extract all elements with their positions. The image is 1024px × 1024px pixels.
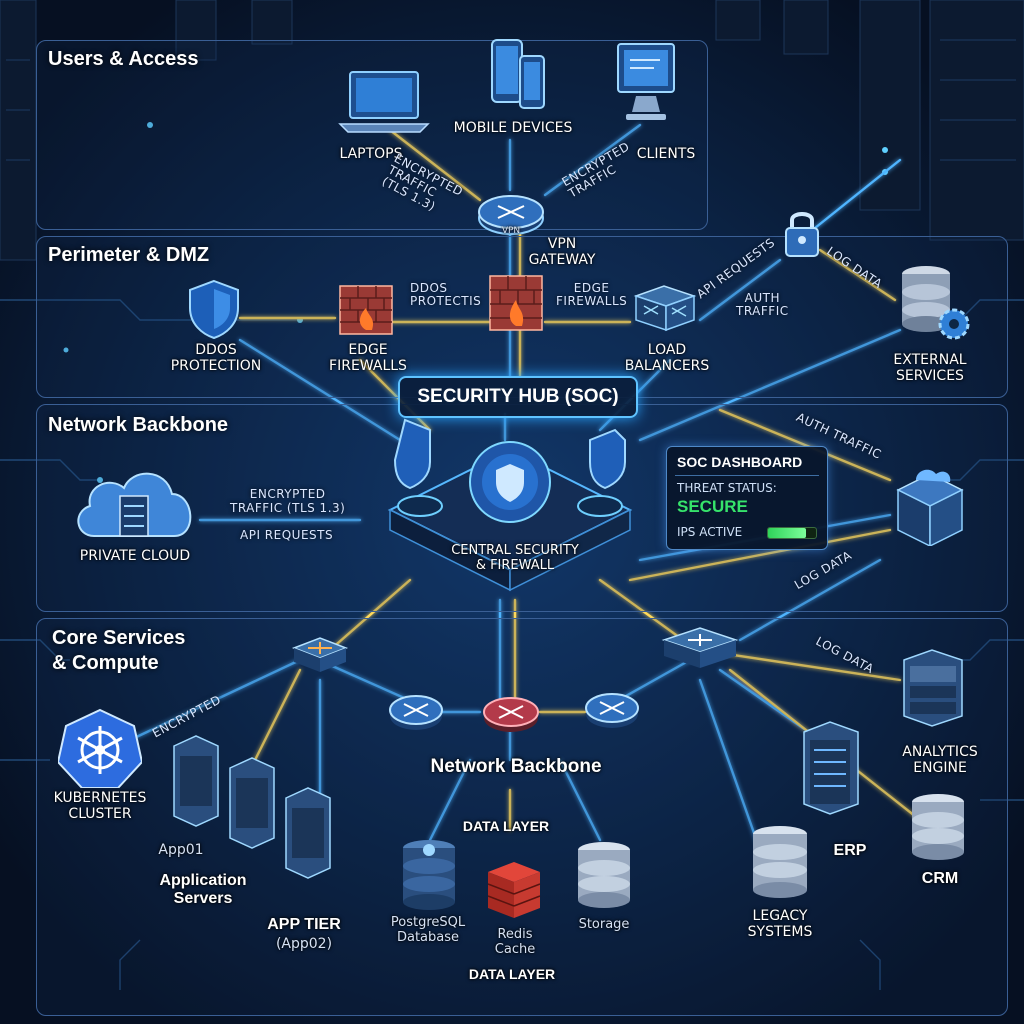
- storage-label: Storage: [578, 917, 630, 932]
- network-backbone-label: Network Backbone: [430, 756, 602, 777]
- erp-label: ERP: [833, 842, 867, 859]
- soc-dashboard-panel: SOC DASHBOARD THREAT STATUS: SECURE IPS …: [666, 446, 828, 550]
- switch-icon-right: [661, 627, 739, 668]
- monitor-icon: [617, 43, 675, 120]
- ips-activity-fill: [768, 528, 807, 538]
- security-hub-banner: SECURITY HUB (SOC): [398, 376, 638, 418]
- mobile-devices-label: MOBILE DEVICES: [453, 120, 573, 136]
- crm-label: CRM: [921, 870, 959, 887]
- postgres-database-icon: [403, 840, 455, 910]
- edge-firewalls-label: EDGE FIREWALLS: [329, 342, 407, 375]
- router-icon-center: [483, 697, 539, 732]
- clients-label: CLIENTS: [636, 146, 696, 162]
- app02-label: (App02): [275, 936, 333, 952]
- private-cloud-label: PRIVATE CLOUD: [79, 548, 191, 564]
- switch-icon: [633, 285, 697, 332]
- threat-status-label: THREAT STATUS:: [677, 481, 777, 495]
- flow-encrypted-cloud: ENCRYPTED TRAFFIC (TLS 1.3): [230, 487, 346, 515]
- laptop-icon: [338, 71, 430, 133]
- shield-icon: [189, 279, 239, 340]
- crm-database-icon: [912, 794, 964, 860]
- cloud-server-stack-icon: [896, 469, 964, 546]
- kubernetes-wheel-icon: [58, 708, 142, 788]
- analytics-engine-icon: [903, 649, 963, 727]
- mobile-devices-icon: [491, 39, 545, 109]
- soc-dashboard-title: SOC DASHBOARD: [677, 454, 803, 470]
- ips-activity-bar: [767, 527, 817, 539]
- kubernetes-label: KUBERNETES CLUSTER: [53, 790, 147, 823]
- database-gear-icon: [902, 266, 970, 340]
- analytics-engine-label: ANALYTICS ENGINE: [902, 744, 978, 777]
- padlock-icon: [785, 212, 819, 257]
- router-icon: [478, 195, 544, 235]
- flow-edge-firewalls: EDGE FIREWALLS: [556, 281, 628, 309]
- application-servers-icon: [173, 735, 331, 879]
- section-title-users: Users & Access: [48, 48, 199, 70]
- section-title-perimeter: Perimeter & DMZ: [48, 244, 210, 266]
- flow-auth-traffic-top: AUTH TRAFFIC: [736, 291, 789, 319]
- firewall-brick-icon: [339, 285, 393, 335]
- legacy-systems-label: LEGACY SYSTEMS: [747, 908, 813, 941]
- central-security-label: CENTRAL SECURITY & FIREWALL: [451, 543, 579, 573]
- laptops-label: LAPTOPS: [339, 146, 403, 162]
- section-title-backbone: Network Backbone: [48, 414, 229, 436]
- legacy-systems-icon: [753, 826, 807, 898]
- erp-server-icon: [803, 721, 859, 815]
- router-icon-right: [585, 693, 639, 728]
- ips-active-label: IPS ACTIVE: [677, 525, 743, 539]
- app01-label: App01: [158, 842, 204, 858]
- soc-divider: [675, 475, 819, 476]
- postgres-label: PostgreSQL Database: [390, 915, 466, 945]
- router-icon-left: [389, 695, 443, 730]
- flow-api-requests-cloud: API REQUESTS: [240, 528, 334, 542]
- section-title-core: Core Services & Compute: [52, 627, 186, 674]
- app-tier-label: APP TIER: [267, 916, 341, 933]
- external-services-label: EXTERNAL SERVICES: [893, 352, 967, 385]
- load-balancers-label: LOAD BALANCERS: [624, 342, 710, 375]
- storage-icon: [578, 842, 630, 908]
- application-servers-label: Application Servers: [159, 872, 247, 908]
- redis-label: Redis Cache: [494, 927, 536, 957]
- vpn-gateway-label: VPN GATEWAY: [528, 236, 596, 269]
- firewall-brick-icon-2: [489, 275, 543, 331]
- central-security-platform: [387, 418, 633, 592]
- flow-ddos-protectis: DDOS PROTECTIS: [410, 281, 482, 309]
- switch-icon-left: [291, 637, 349, 672]
- cloud-server-icon: [77, 472, 192, 537]
- redis-cube-icon: [487, 862, 541, 918]
- vpn-icon-label: VPN: [501, 226, 521, 236]
- threat-status-value: SECURE: [677, 497, 748, 516]
- data-layer-label-bottom: DATA LAYER: [468, 966, 556, 982]
- data-layer-label-top: DATA LAYER: [462, 818, 550, 834]
- ddos-protection-label: DDOS PROTECTION: [170, 342, 262, 375]
